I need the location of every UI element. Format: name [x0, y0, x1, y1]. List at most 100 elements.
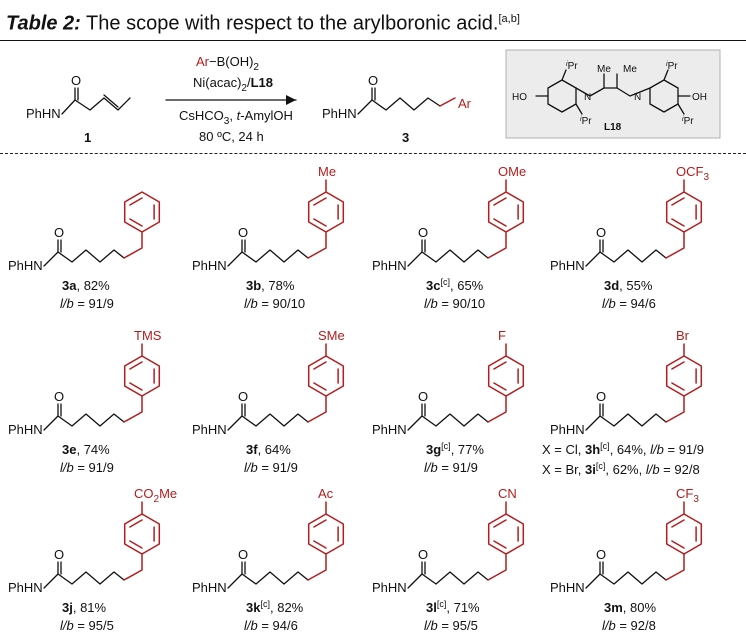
- ligand-ipr-top-right: iPr: [666, 61, 678, 72]
- product-number: 3: [402, 130, 409, 145]
- catalyst-line: Ni(acac)2/L18: [193, 75, 273, 94]
- carbonyl-bond: [241, 561, 246, 575]
- ligand-ipr-bottom-left: iPr: [580, 116, 592, 127]
- title-footnote: [a,b]: [498, 13, 520, 25]
- solvent-prefix: ,: [229, 108, 236, 123]
- substrate-oxygen: O: [71, 73, 81, 88]
- carbonyl-oxygen: O: [596, 225, 606, 240]
- ligand-ipr-bottom-right: iPr: [682, 116, 694, 127]
- aryl-double-bond: [671, 382, 685, 391]
- amide-label: PhHN: [192, 258, 227, 273]
- substituent-label: OCF3: [676, 164, 709, 183]
- ratio-3m: l/b = 92/8: [602, 618, 656, 633]
- caption-3h: X = Cl, 3h[c], 64%, l/b = 91/9: [542, 441, 704, 457]
- product-ar: Ar: [458, 96, 472, 111]
- ratio-3f: l/b = 91/9: [244, 460, 298, 475]
- ratio-3c: l/b = 90/10: [424, 296, 485, 311]
- catalyst-sub: 2: [241, 83, 247, 94]
- aryl-double-bond: [493, 540, 507, 549]
- alkyl-chain: [585, 413, 667, 431]
- amide-label: PhHN: [192, 580, 227, 595]
- product-structure: PhHN O Ar 3: [322, 73, 472, 145]
- caption-3k: 3k[c], 82%: [246, 599, 304, 615]
- amide-label: PhHN: [372, 258, 407, 273]
- alkyl-chain: [227, 249, 309, 267]
- alkyl-chain: [407, 413, 489, 431]
- aryl-bond: [665, 395, 685, 423]
- amide-label: PhHN: [372, 422, 407, 437]
- caption-3e: 3e, 74%: [62, 442, 110, 457]
- substituent-label: Me: [318, 164, 336, 179]
- caption-3b: 3b, 78%: [246, 278, 295, 293]
- reagent-line: Ar−B(OH)2: [196, 54, 259, 73]
- reagent-boron-sub: 2: [253, 62, 259, 73]
- substituent-label: CO2Me: [134, 486, 177, 505]
- substituent-label: CN: [498, 486, 517, 501]
- aryl-double-bond: [671, 540, 685, 549]
- ratio-3j: l/b = 95/5: [60, 618, 114, 633]
- table-label: Table 2:: [6, 12, 81, 35]
- carbonyl-oxygen: O: [596, 547, 606, 562]
- caption-3d: 3d, 55%: [604, 278, 653, 293]
- alkyl-chain: [227, 571, 309, 589]
- caption-3m: 3m, 80%: [604, 600, 656, 615]
- alkyl-chain: [43, 571, 125, 589]
- base-sub: 3: [224, 116, 230, 127]
- product-amide-label: PhHN: [322, 106, 357, 121]
- aryl-bond: [123, 395, 143, 423]
- aryl-bond: [307, 553, 327, 581]
- carbonyl-bond: [241, 239, 246, 253]
- ligand-ho: HO: [512, 92, 527, 103]
- ratio-3k: l/b = 94/6: [244, 618, 298, 633]
- ratio-3l: l/b = 95/5: [424, 618, 478, 633]
- aryl-double-bond: [493, 519, 507, 528]
- carbonyl-oxygen: O: [238, 547, 248, 562]
- aryl-double-bond: [493, 382, 507, 391]
- amide-label: PhHN: [372, 580, 407, 595]
- solvent-rest: -AmylOH: [240, 108, 293, 123]
- aryl-ring: [123, 191, 161, 233]
- aryl-double-bond: [313, 519, 327, 528]
- carbonyl-bond: [241, 403, 246, 417]
- alkyl-chain: [227, 413, 309, 431]
- carbonyl-oxygen: O: [238, 389, 248, 404]
- carbonyl-oxygen: O: [54, 389, 64, 404]
- carbonyl-bond: [599, 561, 604, 575]
- base-text: CsHCO: [179, 108, 224, 123]
- table-title: Table 2: The scope with respect to the a…: [6, 4, 742, 35]
- ligand-me-right: Me: [623, 64, 637, 75]
- caption-3l: 3l[c], 71%: [426, 599, 480, 615]
- aryl-double-bond: [129, 540, 143, 549]
- caption-3c: 3c[c], 65%: [426, 277, 484, 293]
- alkyl-chain: [43, 249, 125, 267]
- substrate-number: 1: [84, 130, 91, 145]
- substrate-amide-label: PhHN: [26, 106, 61, 121]
- aryl-double-bond: [671, 361, 685, 370]
- reagent-boron: −B(OH): [209, 54, 253, 69]
- ratio-3a: l/b = 91/9: [60, 296, 114, 311]
- reagent-ar: Ar: [196, 54, 210, 69]
- aryl-bond: [123, 553, 143, 581]
- aryl-bond: [307, 231, 327, 259]
- alkyl-chain: [43, 413, 125, 431]
- ligand-label: L18: [604, 122, 622, 133]
- carbonyl-bond: [421, 561, 426, 575]
- solvent-t: t: [237, 108, 242, 123]
- carbonyl-bond: [421, 239, 426, 253]
- carbonyl-bond: [599, 239, 604, 253]
- aryl-double-bond: [129, 197, 143, 206]
- aryl-bond: [487, 231, 507, 259]
- carbonyl-oxygen: O: [596, 389, 606, 404]
- carbonyl-oxygen: O: [418, 389, 428, 404]
- reaction-scheme: PhHN O 1 Ar−B(OH)2 Ni(acac)2/L18 CsHCO3,…: [26, 49, 721, 145]
- aryl-double-bond: [129, 218, 143, 227]
- aryl-bond: [307, 395, 327, 423]
- ligand-box: Me Me N N HO OH iPr iPr iPr iPr L18: [505, 49, 721, 139]
